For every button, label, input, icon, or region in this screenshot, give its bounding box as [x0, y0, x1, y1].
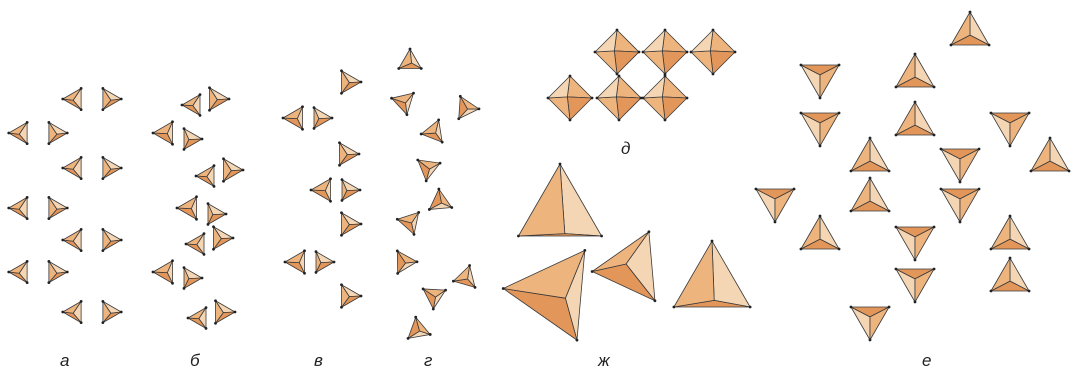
label-b: б — [190, 351, 200, 370]
b-tet-6 — [214, 299, 237, 325]
zh-tet-right — [672, 239, 752, 309]
a-bowtie-5-right — [47, 259, 69, 285]
g-tet-0 — [397, 47, 423, 70]
v-tet-1 — [281, 105, 304, 131]
b-tet-1 — [151, 120, 174, 146]
v-tet-4 — [340, 211, 363, 237]
e-tet-8 — [1029, 136, 1071, 173]
v-tet-3 — [309, 177, 332, 203]
g-tet-3 — [419, 118, 444, 144]
e-tet-15 — [894, 267, 936, 304]
b-tet-4 — [212, 225, 235, 251]
d-oct-3 — [546, 74, 594, 122]
e-tet-1 — [799, 63, 841, 100]
b-tet-2 — [222, 157, 245, 183]
label-e: е — [922, 351, 932, 370]
e-tet-2 — [894, 52, 936, 89]
zh-tet-center — [590, 230, 657, 303]
a-bowtie-3-left — [7, 195, 29, 221]
b-tet2-5 — [182, 266, 204, 290]
e-tet-11 — [939, 187, 981, 224]
zh-tet-top — [517, 162, 603, 238]
a-bowtie-5-left — [7, 259, 29, 285]
d-oct-2 — [689, 28, 737, 76]
e-tet-10 — [849, 176, 891, 213]
a-bowtie-1-left — [7, 120, 29, 146]
g-tet-6 — [395, 210, 421, 236]
a-bowtie-6-right — [101, 299, 123, 325]
label-a: а — [60, 351, 70, 370]
a-bowtie-2-right — [101, 155, 123, 181]
a-bowtie-3-right — [47, 195, 69, 221]
e-tet-4 — [894, 100, 936, 137]
e-tet-6 — [849, 136, 891, 173]
b-tet2-4 — [184, 232, 206, 256]
g-tet-5 — [427, 187, 454, 211]
g-tet-4 — [416, 158, 442, 183]
d-oct-0 — [593, 28, 641, 76]
e-tet-5 — [989, 111, 1031, 148]
b-tet-5 — [151, 259, 174, 285]
v-tet-2 — [338, 141, 361, 167]
e-tet-0 — [949, 10, 991, 47]
b-tet2-0 — [180, 93, 202, 117]
e-tet-12 — [799, 214, 841, 251]
v-tet2-5 — [314, 250, 336, 274]
g-tet-2 — [457, 94, 481, 121]
e-tet-3 — [799, 111, 841, 148]
zh-tet-bottom — [501, 249, 587, 342]
a-bowtie-4-right — [101, 227, 123, 253]
b-tet-3 — [175, 195, 198, 221]
a-bowtie-1-right — [47, 120, 69, 146]
v-tet-5 — [283, 249, 306, 275]
e-tet-13 — [894, 225, 936, 262]
v-tet-6 — [340, 283, 363, 309]
a-bowtie-4-left — [61, 227, 83, 253]
d-oct-5 — [641, 74, 689, 122]
a-bowtie-2-left — [61, 155, 83, 181]
d-oct-1 — [641, 28, 689, 76]
label-zh: ж — [598, 351, 610, 370]
d-oct-4 — [595, 74, 643, 122]
g-tet-7 — [395, 249, 419, 275]
b-tet-0 — [208, 86, 231, 112]
v-tet2-1 — [312, 106, 334, 130]
g-tet-10 — [406, 315, 432, 340]
v-tet-0 — [340, 69, 363, 95]
b-tet2-3 — [206, 202, 228, 226]
label-v: в — [314, 351, 323, 370]
g-tet-9 — [421, 287, 447, 311]
e-tet-17 — [849, 305, 891, 342]
label-g: г — [424, 351, 433, 370]
e-tet-9 — [754, 187, 796, 224]
e-tet-14 — [989, 214, 1031, 251]
e-tet-7 — [939, 147, 981, 184]
b-tet2-2 — [194, 164, 216, 188]
a-bowtie-0-right — [101, 86, 123, 112]
label-d: д — [621, 139, 631, 158]
e-tet-16 — [989, 256, 1031, 293]
b-tet2-1 — [182, 127, 204, 151]
v-tet2-3 — [340, 178, 362, 202]
a-bowtie-6-left — [61, 299, 83, 325]
g-tet-8 — [451, 264, 477, 289]
b-tet2-6 — [186, 306, 208, 330]
a-bowtie-0-left — [61, 86, 83, 112]
g-tet-1 — [390, 91, 415, 117]
